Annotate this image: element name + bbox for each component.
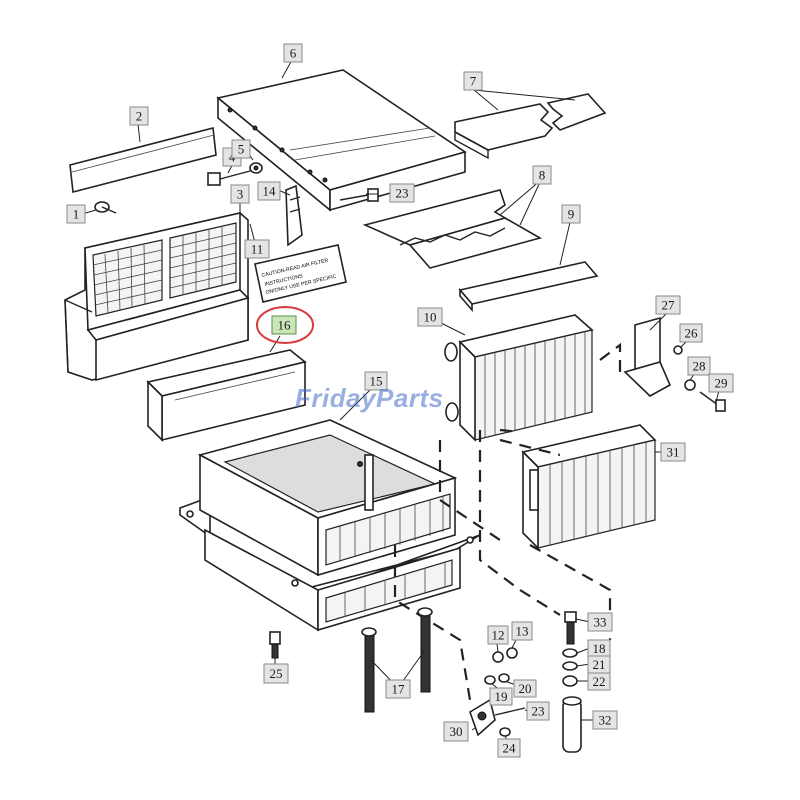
- part-25-bolt: [269, 631, 281, 659]
- svg-text:8: 8: [539, 168, 546, 183]
- svg-text:24: 24: [503, 741, 517, 756]
- callout-14[interactable]: 14: [257, 181, 281, 201]
- callout-30[interactable]: 30: [443, 721, 469, 742]
- callout-21[interactable]: 21: [587, 655, 611, 674]
- callout-29[interactable]: 29: [708, 373, 734, 393]
- svg-text:21: 21: [593, 657, 606, 672]
- svg-text:1: 1: [73, 207, 80, 222]
- refrigerant-lines: [393, 342, 622, 701]
- callout-19[interactable]: 19: [489, 687, 513, 706]
- part-33-bolt: [564, 611, 577, 645]
- callout-18[interactable]: 18: [587, 639, 611, 658]
- svg-text:17: 17: [392, 682, 406, 697]
- callout-17[interactable]: 17: [385, 679, 411, 699]
- part-30-fitting: [469, 698, 526, 737]
- part-7-plate: [454, 93, 607, 160]
- svg-text:14: 14: [263, 184, 277, 199]
- callout-8[interactable]: 8: [532, 165, 552, 185]
- svg-text:32: 32: [599, 713, 612, 728]
- callout-33[interactable]: 33: [587, 612, 613, 632]
- part-6-top-cover: [216, 69, 467, 212]
- svg-text:3: 3: [237, 187, 244, 202]
- callout-25[interactable]: 25: [263, 663, 289, 684]
- part-32-tube: [562, 696, 582, 753]
- callout-22[interactable]: 22: [587, 672, 611, 691]
- callout-12[interactable]: 12: [487, 625, 509, 645]
- svg-text:30: 30: [450, 724, 463, 739]
- part-4-bolt: [207, 162, 263, 186]
- svg-text:27: 27: [662, 298, 676, 313]
- svg-text:6: 6: [290, 46, 297, 61]
- callout-5[interactable]: 5: [231, 139, 251, 159]
- svg-text:19: 19: [495, 689, 508, 704]
- callout-27[interactable]: 27: [655, 295, 681, 315]
- callout-7[interactable]: 7: [463, 71, 483, 91]
- part-11-warning-label: CAUTION-READ AIR FILTER INSTRUCTIONS ON/…: [254, 244, 347, 303]
- callout-20[interactable]: 20: [513, 679, 537, 698]
- svg-text:26: 26: [685, 326, 699, 341]
- callout-1[interactable]: 1: [66, 204, 86, 224]
- svg-text:31: 31: [667, 445, 680, 460]
- part-17-long-bolts: [361, 607, 433, 713]
- svg-text:25: 25: [270, 666, 283, 681]
- part-10-coil: [444, 314, 594, 442]
- parts-12-13-19-20-nuts: [484, 647, 518, 685]
- part-31-coil: [521, 424, 657, 550]
- callout-6[interactable]: 6: [283, 43, 303, 63]
- svg-text:20: 20: [519, 681, 532, 696]
- part-16-duct: [146, 349, 307, 442]
- callout-31[interactable]: 31: [660, 442, 686, 462]
- svg-text:2: 2: [136, 109, 143, 124]
- callout-3[interactable]: 3: [230, 184, 250, 204]
- part-14-bracket: [285, 184, 303, 247]
- svg-text:23: 23: [396, 186, 409, 201]
- svg-text:12: 12: [492, 628, 505, 643]
- part-15-main-box: [179, 419, 481, 632]
- callout-23-top[interactable]: 23: [389, 183, 415, 203]
- callout-11[interactable]: 11: [244, 239, 270, 259]
- svg-text:29: 29: [715, 376, 728, 391]
- callout-32[interactable]: 32: [592, 710, 618, 730]
- part-2-strip: [69, 126, 217, 194]
- parts-18-21-22-washers: [562, 648, 578, 687]
- part-9-strip: [458, 261, 599, 313]
- callout-15[interactable]: 15: [364, 371, 388, 391]
- svg-text:10: 10: [424, 310, 437, 325]
- svg-text:15: 15: [370, 374, 383, 389]
- svg-text:5: 5: [238, 142, 245, 157]
- part-8-plate: [362, 189, 543, 269]
- svg-text:7: 7: [470, 74, 477, 89]
- part-27-bracket: [623, 316, 726, 412]
- svg-text:18: 18: [593, 641, 606, 656]
- callout-9[interactable]: 9: [561, 204, 581, 224]
- callout-2[interactable]: 2: [129, 106, 149, 126]
- svg-text:33: 33: [594, 615, 607, 630]
- callout-24[interactable]: 24: [497, 738, 521, 758]
- callout-26[interactable]: 26: [679, 323, 703, 343]
- part-1-knob: [94, 201, 117, 214]
- svg-text:16: 16: [278, 318, 292, 333]
- svg-text:13: 13: [516, 624, 529, 639]
- svg-text:9: 9: [568, 207, 575, 222]
- part-23-screw-top: [339, 188, 379, 202]
- callout-13[interactable]: 13: [511, 621, 533, 641]
- callout-28[interactable]: 28: [687, 356, 711, 376]
- highlight-circle: [256, 306, 314, 344]
- svg-text:28: 28: [693, 359, 706, 374]
- callout-23-bottom[interactable]: 23: [526, 701, 550, 721]
- svg-text:11: 11: [251, 242, 264, 257]
- part-3-grille-housing: [64, 211, 250, 382]
- svg-text:22: 22: [593, 674, 606, 689]
- callout-10[interactable]: 10: [417, 307, 443, 327]
- svg-text:23: 23: [532, 704, 545, 719]
- callout-16[interactable]: 16: [271, 315, 297, 335]
